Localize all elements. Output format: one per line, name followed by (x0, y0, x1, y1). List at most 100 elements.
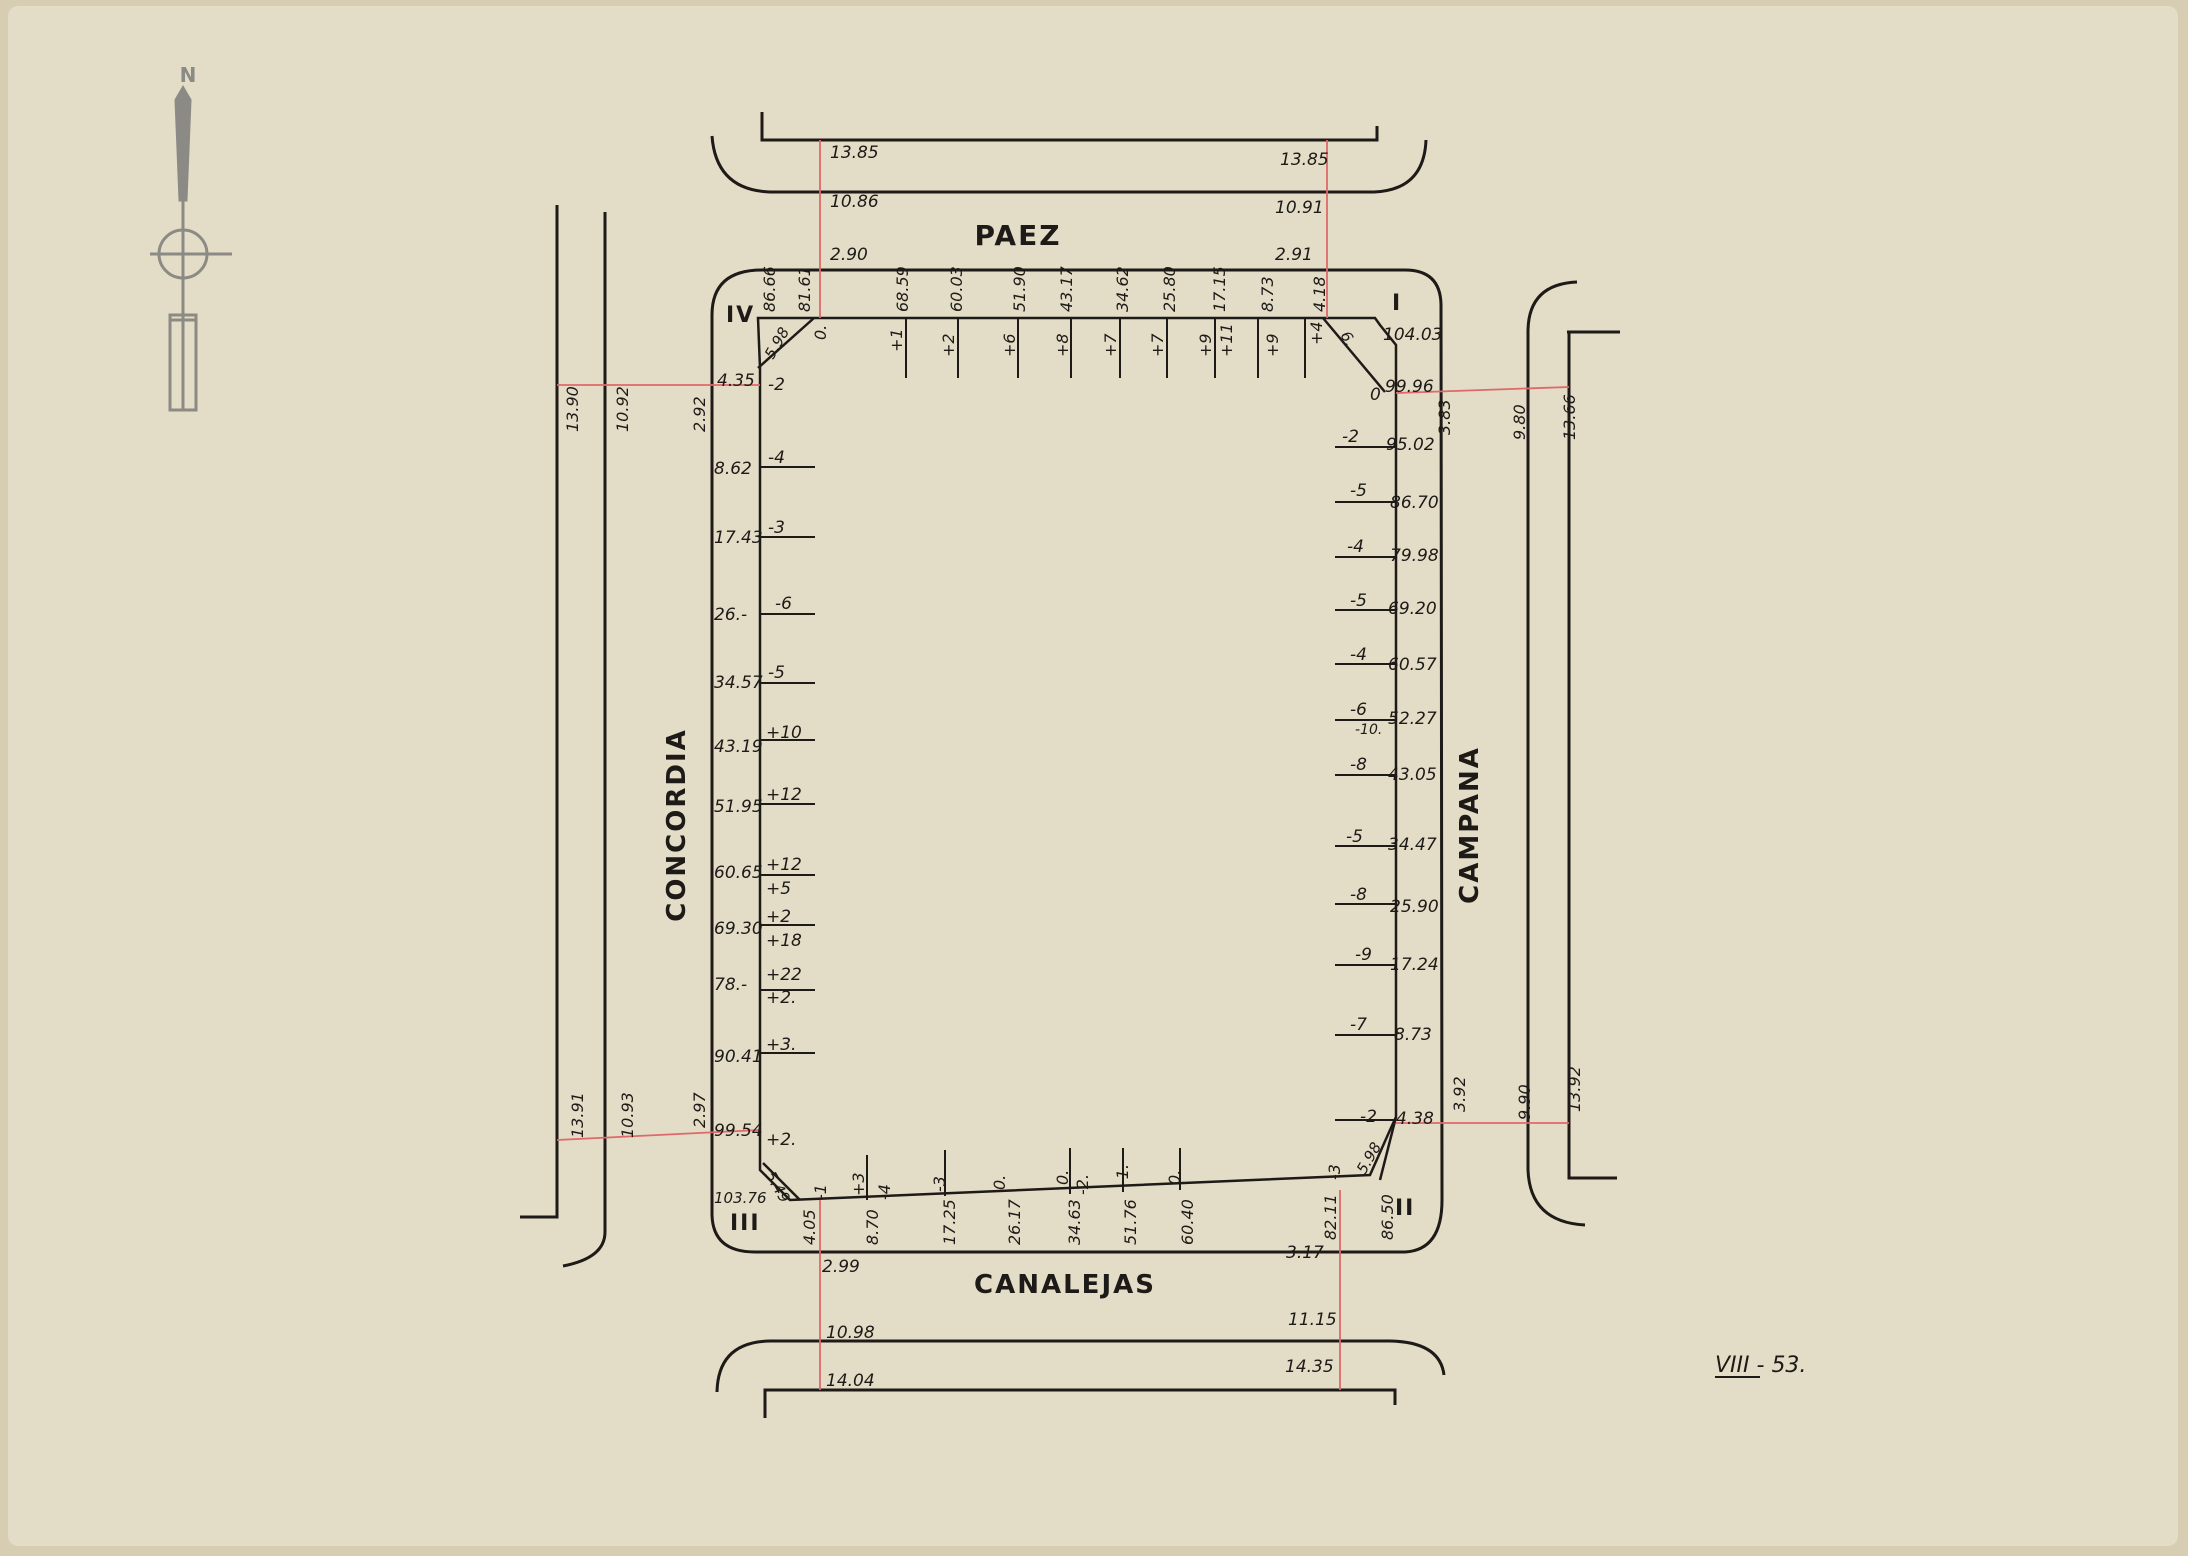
chamfer-lines (757, 317, 1398, 1201)
south-distance: 60.40 (1178, 1199, 1197, 1245)
east-offset: -9 (1355, 945, 1372, 965)
west-tick-lines (760, 466, 815, 1054)
west-offset: +22 (766, 965, 802, 985)
north-offset: +2 (939, 333, 958, 357)
south-distance: 17.25 (940, 1199, 959, 1245)
north-distance: 34.62 (1113, 266, 1132, 312)
north-width-left-2: 2.90 (830, 245, 868, 265)
south-width-right-1: 11.15 (1288, 1310, 1337, 1330)
north-offset: +7 (1148, 333, 1167, 357)
south-distance: 82.11 (1321, 1194, 1340, 1240)
east-width-top-2: 13.66 (1560, 394, 1579, 440)
street-name-north: PAEZ (974, 219, 1061, 252)
paper-background (8, 6, 2178, 1546)
north-distance: 25.80 (1160, 266, 1179, 312)
south-offset: -2. (1073, 1174, 1092, 1195)
south-distance: 8.70 (863, 1209, 882, 1245)
east-distance: 8.73 (1394, 1025, 1432, 1045)
street-curbs (520, 112, 1620, 1418)
north-distance: 60.03 (947, 266, 966, 312)
north-offset: +11 (1217, 323, 1236, 357)
east-distance: 60.57 (1388, 655, 1437, 675)
north-distance: 43.17 (1057, 265, 1076, 312)
north-distance: 68.59 (893, 266, 912, 312)
east-offset: -8 (1350, 755, 1367, 775)
east-width-bottom-0: 3.92 (1450, 1076, 1469, 1112)
east-offset: -7 (1350, 1015, 1367, 1035)
street-name-east: CAMPANA (1455, 746, 1485, 904)
west-distance: 103.76 (714, 1189, 767, 1207)
east-distance: 95.02 (1386, 435, 1435, 455)
west-width-top-0: 13.90 (563, 386, 582, 432)
east-width-bottom-1: 9.90 (1515, 1084, 1534, 1120)
east-distance: 86.70 (1390, 493, 1439, 513)
corner-label-sw: III (730, 1211, 761, 1236)
east-offset: -5 (1350, 481, 1367, 501)
west-offset: +2. (766, 988, 796, 1008)
north-distance: 81.61 (795, 266, 814, 312)
west-distance: 8.62 (714, 459, 752, 479)
south-offset: -1. (1113, 1164, 1132, 1185)
north-distance: 86.66 (760, 266, 779, 312)
north-tick-lines (905, 318, 1306, 378)
north-offset: +7 (1101, 333, 1120, 357)
south-distance: 4.05 (800, 1209, 819, 1245)
north-distance: 17.15 (1210, 266, 1229, 312)
east-distance: 43.05 (1388, 765, 1437, 785)
east-distance: 4.38 (1396, 1109, 1434, 1129)
north-offset: 0. (811, 325, 830, 340)
east-offset: -8 (1350, 885, 1367, 905)
west-offset: +2. (766, 1130, 796, 1150)
corner-label-se: II (1395, 1196, 1415, 1221)
west-offset: -6 (775, 594, 792, 614)
east-distance: 79.98 (1390, 546, 1439, 566)
west-distance: 90.41 (714, 1047, 763, 1067)
west-offset: +2 (766, 907, 791, 927)
south-width-left-2: 14.04 (826, 1371, 875, 1391)
south-offset: 0. (1165, 1170, 1184, 1185)
street-name-south: CANALEJAS (974, 1270, 1156, 1300)
north-offset: +6 (1000, 333, 1019, 357)
east-tick-lines (1335, 446, 1396, 1121)
south-width-right-0: 3.17 (1286, 1243, 1324, 1263)
south-offset: -3 (930, 1176, 949, 1192)
north-distance: 8.73 (1258, 276, 1277, 312)
north-offset: +9 (1196, 333, 1215, 357)
north-offset: +4 (1307, 321, 1326, 345)
corner-label-nw: IV (726, 303, 755, 328)
east-width-top-1: 9.80 (1510, 404, 1529, 440)
east-distance: 34.47 (1388, 835, 1437, 855)
south-distance: 26.17 (1005, 1198, 1024, 1245)
north-width-left-1: 10.86 (830, 192, 879, 212)
north-distance: 4.18 (1310, 276, 1329, 312)
west-distance: 51.95 (714, 797, 763, 817)
survey-lines (556, 140, 1570, 1390)
date-stamp: VIII - 53. (1715, 1353, 1806, 1378)
south-offset: -1 (811, 1184, 830, 1200)
east-distance: 25.90 (1390, 897, 1439, 917)
east-distance: 99.96 (1385, 377, 1434, 397)
west-offset: +10 (766, 723, 802, 743)
east-distance: 17.24 (1390, 955, 1439, 975)
south-distance: 51.76 (1121, 1199, 1140, 1245)
east-offset: -6 (1350, 700, 1367, 720)
north-width-right-2: 2.91 (1275, 245, 1313, 265)
north-arrow-icon (150, 85, 232, 412)
south-offset: -3 (1325, 1164, 1344, 1180)
east-width-bottom-2: 13.92 (1565, 1066, 1584, 1112)
west-width-top-2: 2.92 (690, 396, 709, 432)
west-offset: +12 (766, 855, 802, 875)
south-distance: 34.63 (1065, 1199, 1084, 1245)
east-distance: 104.03 (1383, 325, 1442, 345)
south-width-left-1: 10.98 (826, 1323, 875, 1343)
west-width-top-1: 10.92 (613, 386, 632, 432)
north-width-right-0: 13.85 (1280, 150, 1329, 170)
north-offset: +8 (1053, 333, 1072, 357)
south-width-left-0: 2.99 (822, 1257, 860, 1277)
west-offset: +12 (766, 785, 802, 805)
west-offset: -3 (768, 518, 785, 538)
east-distance: 52.27 (1388, 709, 1437, 729)
west-distance: 99.54 (714, 1121, 763, 1141)
